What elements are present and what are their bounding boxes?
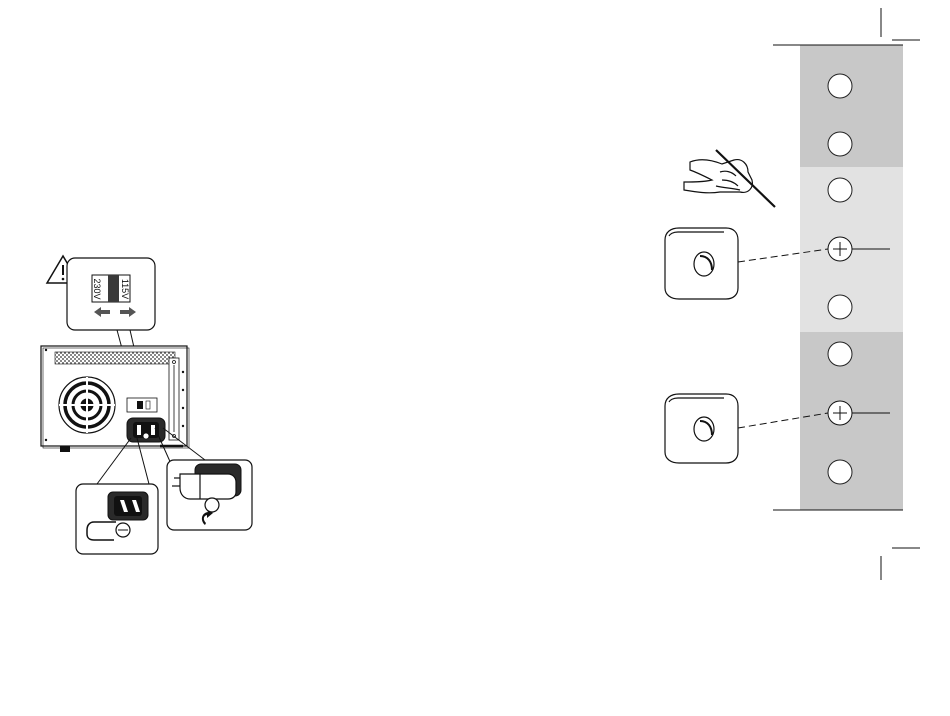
- spacer-block-lower: [665, 394, 738, 463]
- device-foot: [60, 446, 70, 452]
- plug-clip-detail: [167, 460, 252, 530]
- template-hole: [828, 295, 852, 319]
- power-plug-icon: [172, 474, 236, 499]
- voltage-switch-slider: [108, 275, 119, 302]
- voltage-label-230v: 230V: [92, 278, 102, 299]
- inlet-clip-detail: [76, 484, 158, 554]
- fan-guard-icon: [59, 377, 115, 433]
- template-hole: [828, 132, 852, 156]
- spacer-block-upper: [665, 228, 738, 299]
- template-hole: [828, 178, 852, 202]
- hand-with-pencil-icon: [684, 150, 775, 207]
- template-hole: [828, 74, 852, 98]
- voltage-label-115v: 115V: [120, 279, 130, 299]
- template-hole: [828, 342, 852, 366]
- device-rear-panel: [41, 346, 189, 452]
- expansion-slot: [169, 358, 179, 440]
- voltage-switch-small: [127, 398, 157, 412]
- vent-grille: [55, 352, 175, 364]
- power-inlet-icon: [108, 492, 148, 520]
- template-hole: [828, 460, 852, 484]
- mounting-template: [773, 45, 903, 510]
